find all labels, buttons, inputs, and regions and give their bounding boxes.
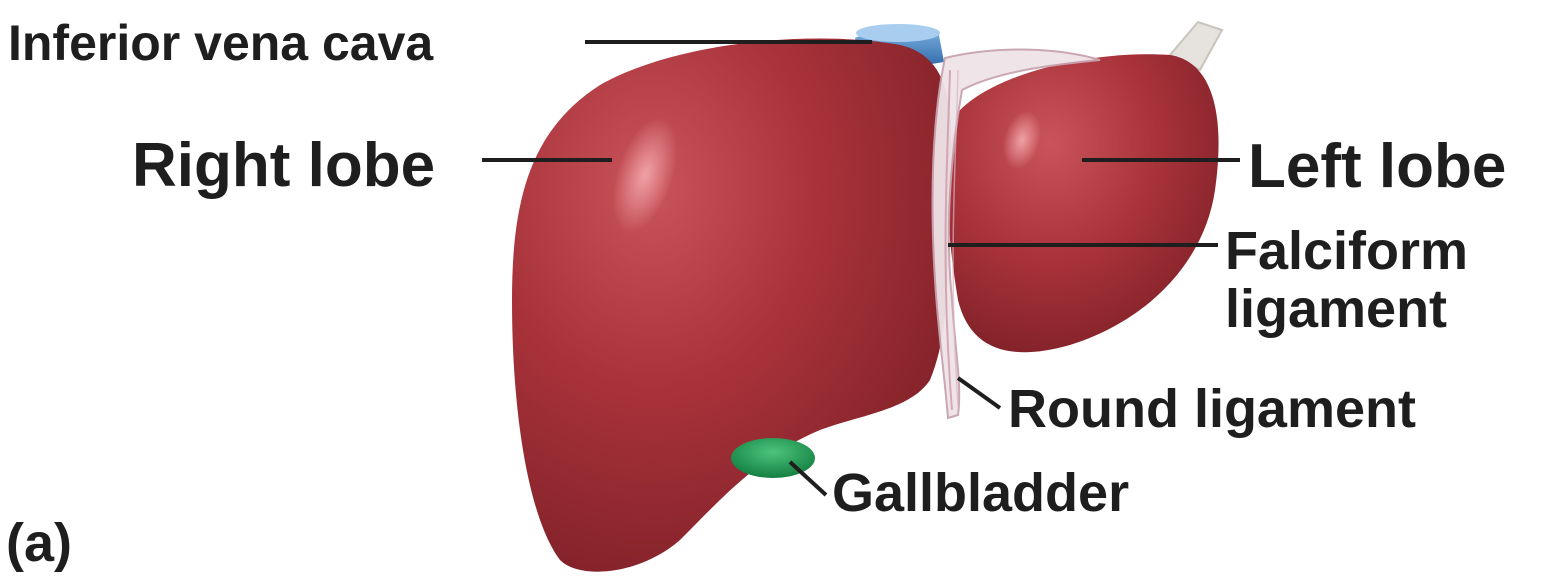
round-ligament-leader-line [958, 378, 1000, 408]
label-inferior-vena-cava: Inferior vena cava [8, 18, 433, 68]
label-right-lobe: Right lobe [132, 135, 435, 197]
left-lobe-shape [948, 54, 1219, 352]
label-falciform-ligament: Falciform ligament [1225, 222, 1468, 339]
panel-label: (a) [6, 516, 72, 570]
label-round-ligament: Round ligament [1008, 382, 1416, 436]
label-left-lobe: Left lobe [1248, 136, 1506, 198]
label-falciform-line2: ligament [1225, 280, 1468, 338]
label-gallbladder: Gallbladder [832, 466, 1129, 520]
label-falciform-line1: Falciform [1225, 222, 1468, 280]
